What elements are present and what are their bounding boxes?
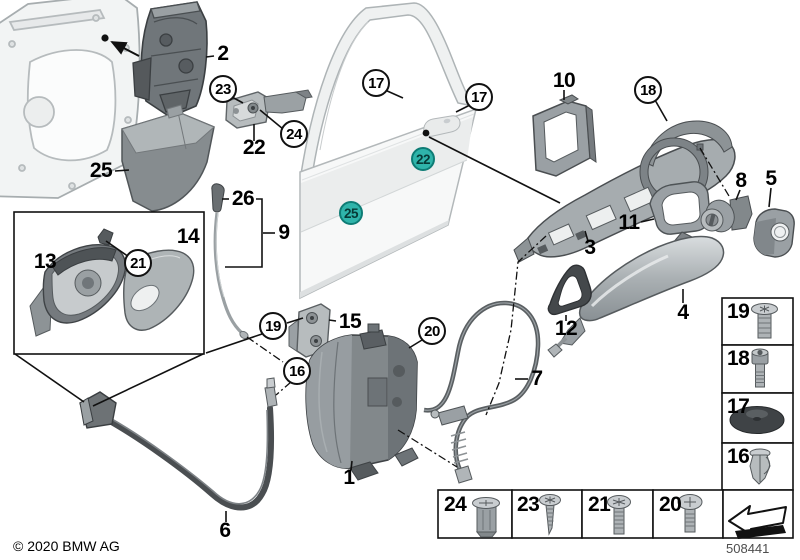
- part-label-26: 26: [231, 187, 255, 210]
- callout-16[interactable]: 16: [283, 357, 311, 385]
- part-label-5: 5: [765, 167, 777, 190]
- legend-num-17: 17: [727, 395, 750, 418]
- part-label-3: 3: [584, 236, 596, 259]
- part-label-2: 2: [217, 42, 229, 65]
- part-label-4: 4: [677, 301, 689, 324]
- callout-17-a[interactable]: 17: [362, 69, 390, 97]
- lock-rod-art: [211, 183, 249, 340]
- part-label-7: 7: [531, 367, 543, 390]
- countersunk-screw-icon: [751, 303, 778, 339]
- legend-num-20: 20: [659, 493, 682, 516]
- copyright-text: © 2020 BMW AG: [13, 538, 120, 554]
- window-guide-bracket-art: [532, 94, 597, 177]
- part-label-14: 14: [176, 225, 200, 248]
- legend-num-21: 21: [588, 493, 611, 516]
- callout-20[interactable]: 20: [418, 317, 446, 345]
- tapping-screw-icon: [539, 494, 561, 536]
- outer-handle-art: [547, 231, 725, 358]
- mount-point-arrow: [101, 34, 140, 57]
- handle-gasket-art: [547, 264, 592, 316]
- part-label-10: 10: [552, 69, 576, 92]
- front-door-art: [299, 2, 478, 300]
- document-number: 508441: [726, 541, 770, 556]
- legend-num-18: 18: [727, 347, 750, 370]
- callout-22-highlighted[interactable]: 22: [411, 147, 435, 171]
- release-cable-art: [79, 377, 278, 511]
- part-label-22: 22: [242, 136, 266, 159]
- part-label-12: 12: [554, 317, 578, 340]
- door-lock-art: [305, 323, 419, 481]
- handle-cap-art: [753, 208, 795, 258]
- callout-23[interactable]: 23: [209, 75, 237, 103]
- part-label-15: 15: [338, 310, 362, 333]
- part-label-13: 13: [33, 250, 57, 273]
- speaker-cover-art: [121, 104, 215, 212]
- door-check-art: [225, 89, 313, 129]
- pan-head-screw-icon: [677, 494, 703, 533]
- callout-17-b[interactable]: 17: [465, 83, 493, 111]
- dome-plug-icon: [729, 406, 785, 434]
- lock-actuator-art: [132, 1, 208, 118]
- part-label-1: 1: [343, 466, 355, 489]
- legend-num-23: 23: [517, 493, 540, 516]
- striker-plate-art: [288, 303, 331, 358]
- interior-handle-box: [13, 211, 205, 355]
- leader-lines: [14, 55, 772, 522]
- legend-num-16: 16: [727, 445, 750, 468]
- expanding-nut-icon: [472, 497, 500, 538]
- direction-arrow-icon: [728, 505, 787, 539]
- part-label-6: 6: [219, 519, 231, 542]
- part-label-25: 25: [89, 159, 113, 182]
- callout-18[interactable]: 18: [634, 76, 662, 104]
- cap-screw-icon: [751, 348, 769, 388]
- part-label-9: 9: [278, 221, 290, 244]
- door-inner-frame-art: [0, 0, 141, 199]
- part-label-8: 8: [735, 169, 747, 192]
- callout-19[interactable]: 19: [259, 312, 287, 340]
- legend-num-24: 24: [444, 493, 467, 516]
- callout-24[interactable]: 24: [280, 120, 308, 148]
- callout-21[interactable]: 21: [124, 249, 152, 277]
- lock-cylinder-art: [700, 195, 753, 233]
- expanding-rivet-icon: [749, 448, 771, 485]
- callout-25-highlighted[interactable]: 25: [339, 201, 363, 225]
- round-head-screw-icon: [607, 495, 631, 535]
- legend-num-19: 19: [727, 300, 750, 323]
- handle-seal-art: [649, 181, 711, 235]
- reference-dash-lines: [246, 147, 730, 468]
- handle-cable-art: [423, 300, 541, 484]
- part-label-11: 11: [618, 211, 640, 234]
- interior-handle-art: [29, 228, 127, 337]
